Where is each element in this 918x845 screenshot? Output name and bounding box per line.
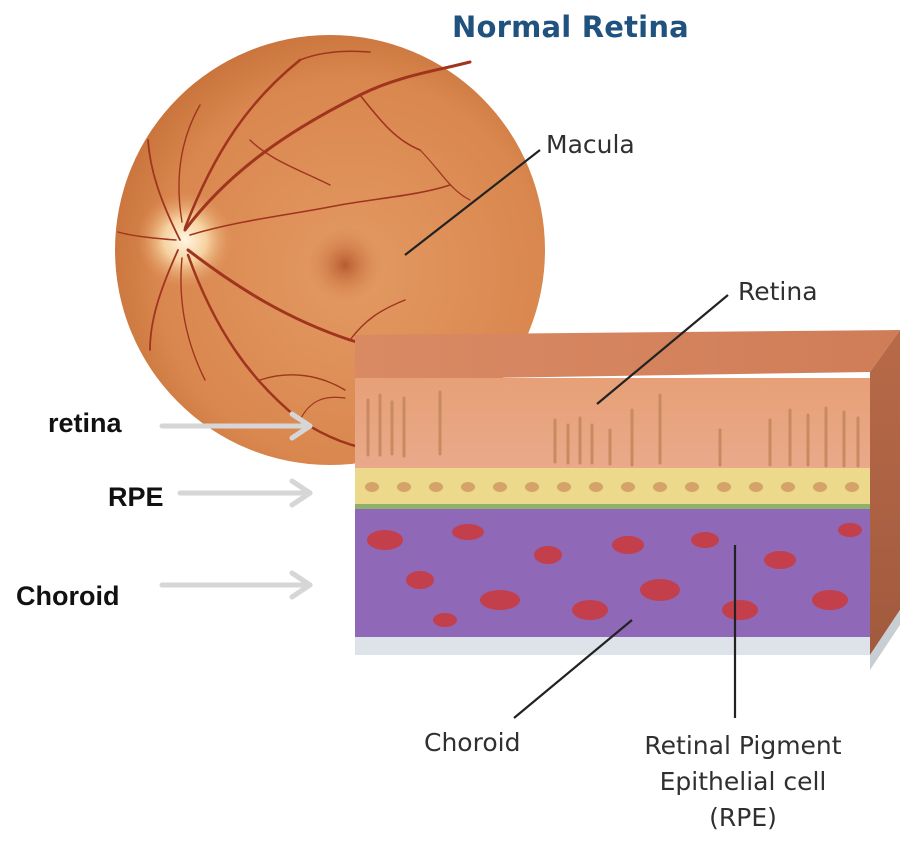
rpe-label-line-3: (RPE) <box>612 800 874 836</box>
choroid-label: Choroid <box>424 728 520 757</box>
bruchs-membrane <box>355 504 870 509</box>
rpe-label-line-1: Retinal Pigment <box>612 728 874 764</box>
diagram-title: Normal Retina <box>452 10 689 44</box>
rpe-label: Retinal Pigment Epithelial cell (RPE) <box>612 728 874 836</box>
side-label-retina: retina <box>48 408 122 439</box>
retina-top-surface <box>355 330 900 380</box>
side-label-choroid: Choroid <box>16 581 119 612</box>
block-side-face <box>870 330 900 655</box>
rpe-label-line-2: Epithelial cell <box>612 764 874 800</box>
retina-label: Retina <box>738 277 818 306</box>
sclera-layer <box>355 637 870 655</box>
tissue-block <box>355 330 900 670</box>
fovea <box>307 227 383 303</box>
side-label-rpe: RPE <box>108 482 164 513</box>
macula-label: Macula <box>546 130 635 159</box>
choroid-layer <box>355 509 870 637</box>
